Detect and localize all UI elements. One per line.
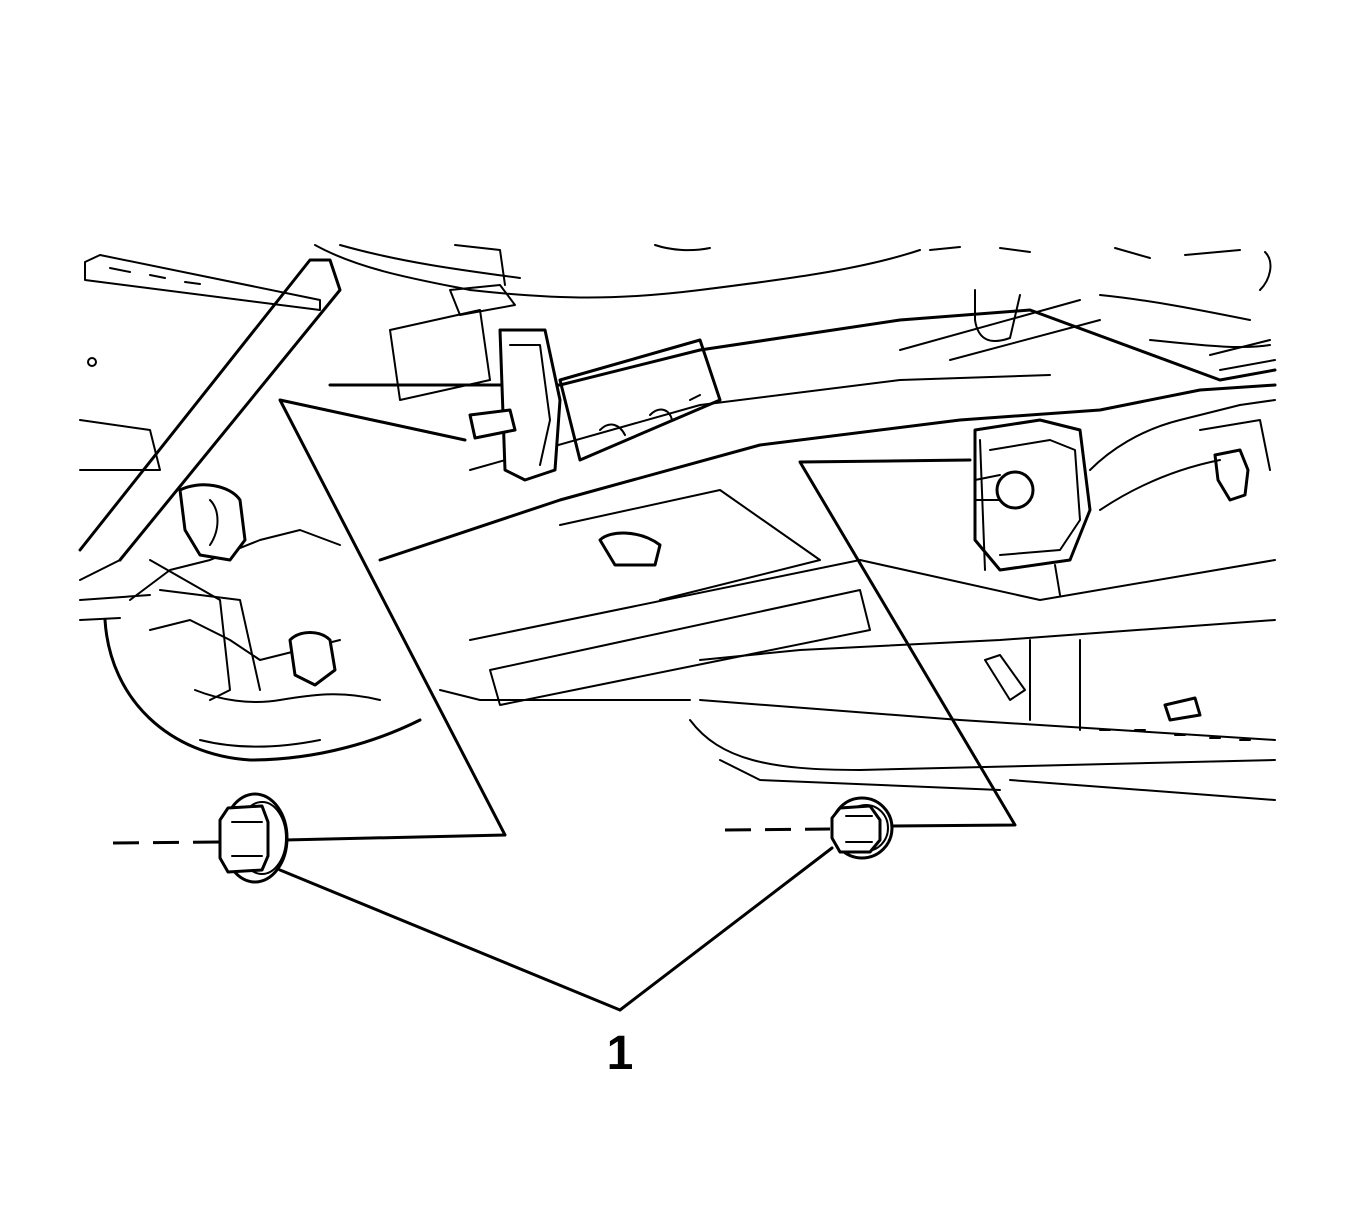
left-centerline — [112, 840, 223, 845]
left-nut — [218, 792, 289, 884]
callout-number-1: 1 — [606, 1027, 634, 1080]
right-nut — [830, 796, 894, 860]
callout-leaders — [278, 846, 834, 1012]
vehicle-underbody — [78, 244, 1277, 801]
leader-to-left-nut — [278, 868, 622, 1012]
left-guide-line — [278, 398, 507, 842]
leader-to-right-nut — [618, 846, 834, 1012]
right-centerline — [724, 827, 831, 832]
right-guide-line — [798, 458, 1017, 828]
bolt-alignment-lines — [112, 398, 1017, 845]
